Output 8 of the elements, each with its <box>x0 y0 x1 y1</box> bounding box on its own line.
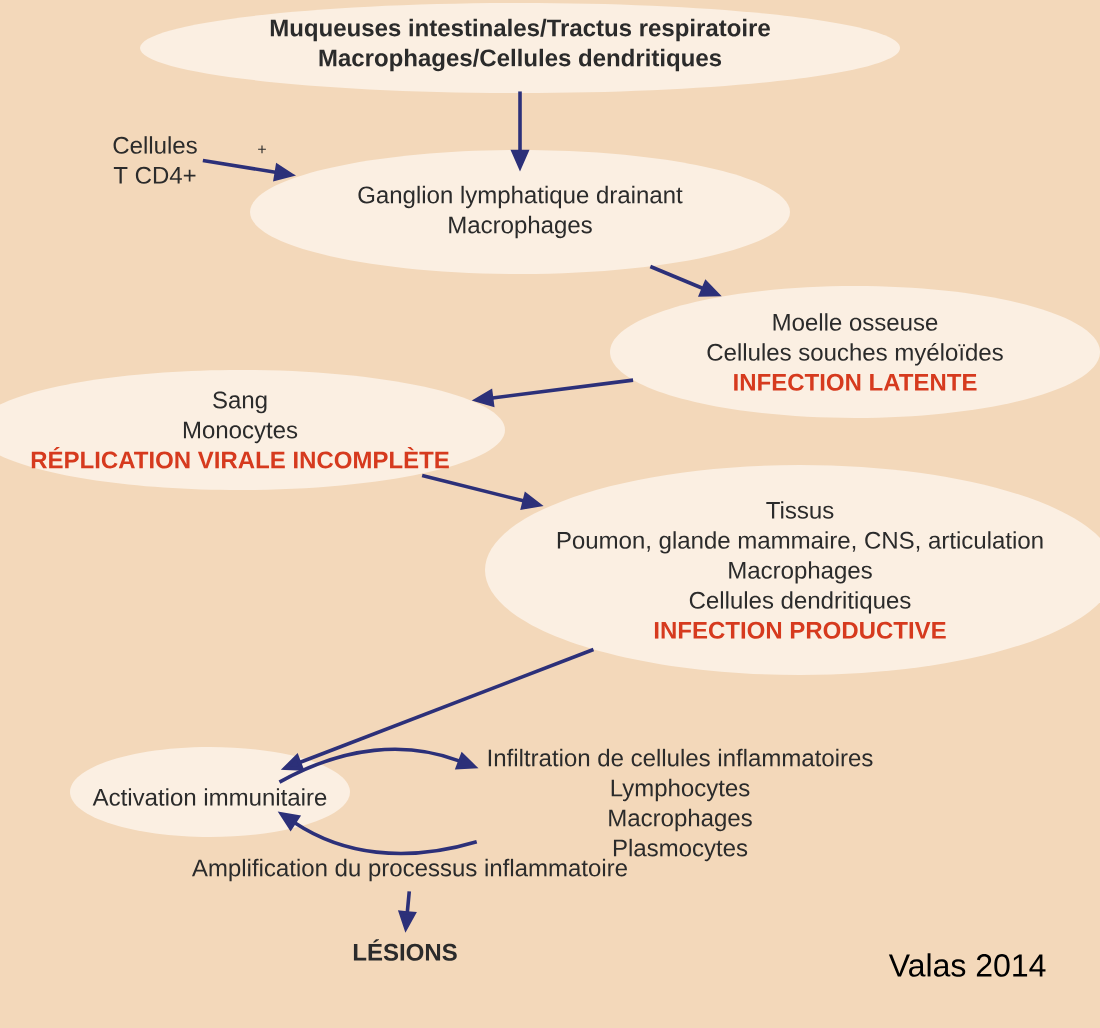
step-label: Activation immunitaire <box>92 788 327 806</box>
cloud-bubble: Sang Monocytes RÉPLICATION VIRALE INCOMPLÈTE <box>0 370 505 490</box>
step-label: LÉSIONS <box>353 939 457 961</box>
step-label: Cellules T CD4+ <box>113 136 197 184</box>
cloud-bubble: Moelle osseuse Cellules souches myéloïdes INFECTION LATENTE <box>610 286 1100 418</box>
cloud-bubble: Tissus Poumon, glande mammaire, CNS, articulation Macrophages Cellules dendritiques INFECTION PRODUCTIVE <box>485 465 1100 675</box>
citation-text: Valas 2014 <box>888 953 1046 977</box>
step-label: Muqueuses intestinales/Tractus respiratoire Macrophages/Cellules dendritiques <box>270 18 770 72</box>
